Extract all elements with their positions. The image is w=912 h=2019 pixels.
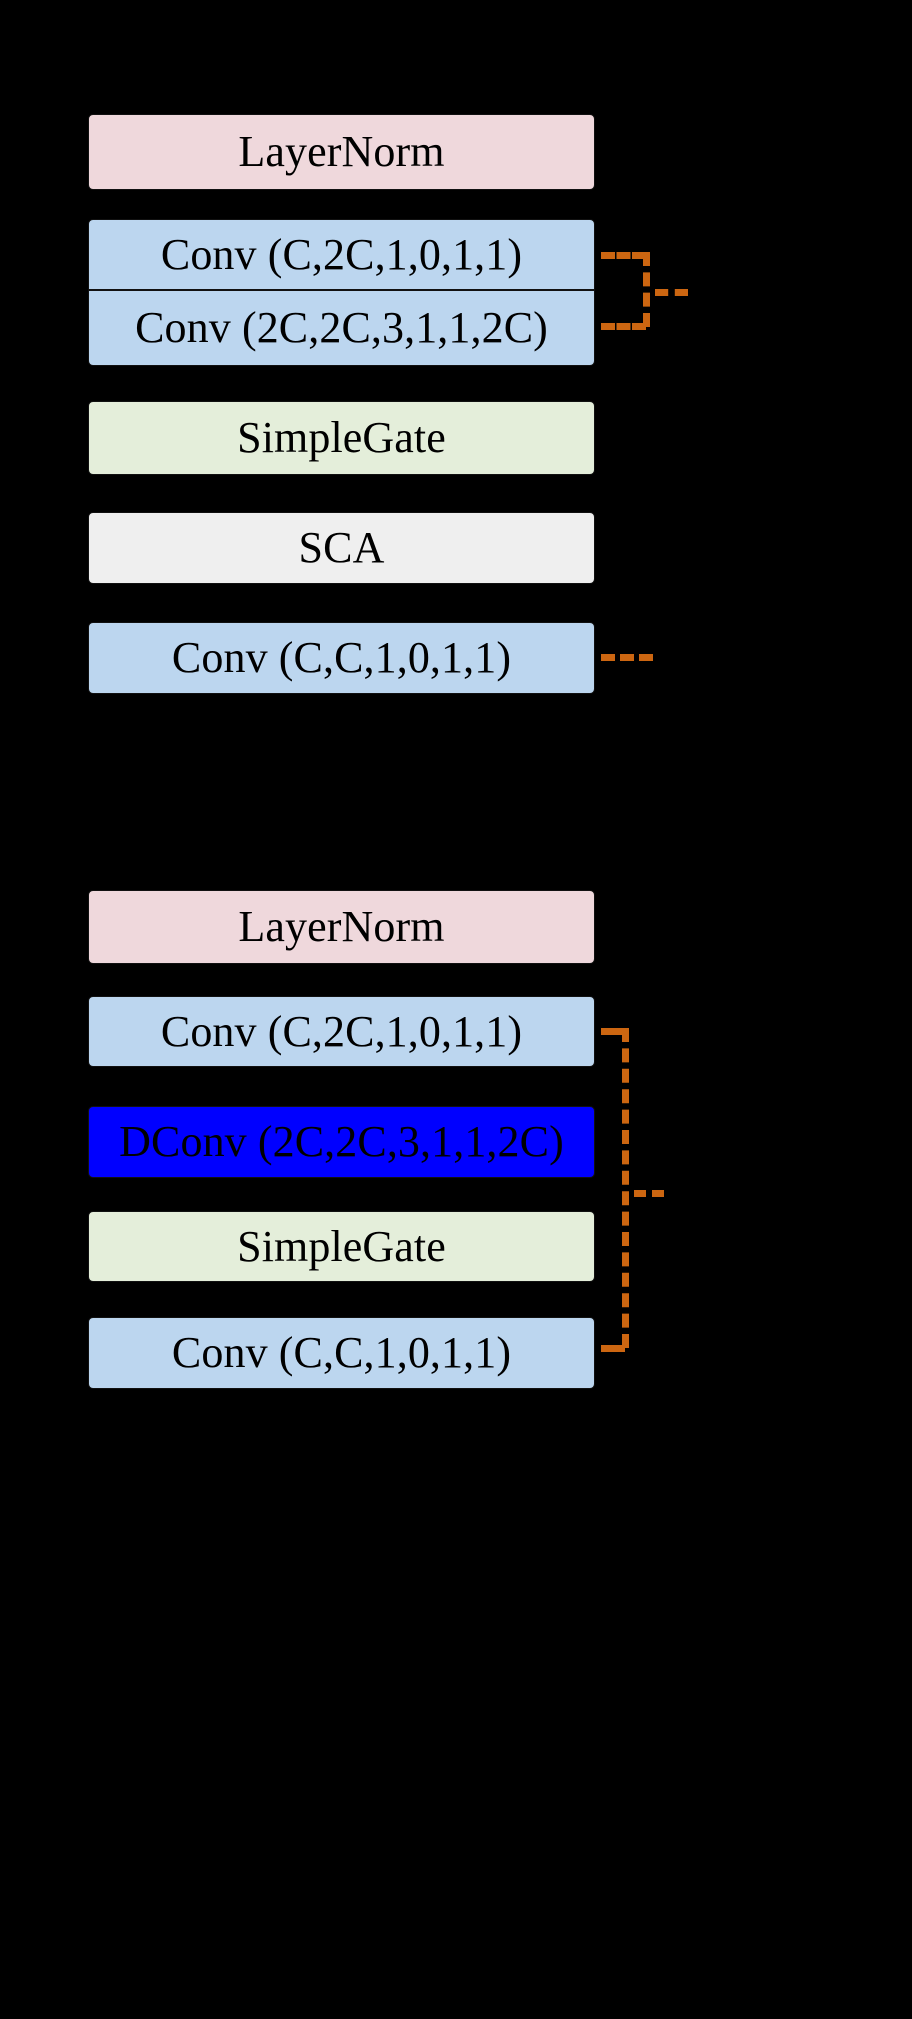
layer-box-simplegate-bottom: SimpleGate xyxy=(88,1211,595,1282)
layer-label: LayerNorm xyxy=(238,902,445,951)
layer-box-simplegate-top: SimpleGate xyxy=(88,401,595,475)
layer-box-conv3-top: Conv (C,C,1,0,1,1) xyxy=(88,622,595,694)
layer-box-conv2-top: Conv (2C,2C,3,1,1,2C) xyxy=(88,290,595,366)
skip-connection-top-upper-arm xyxy=(601,252,646,259)
skip-connection-bottom-stub xyxy=(634,1190,664,1197)
layer-label: SimpleGate xyxy=(237,413,446,462)
layer-box-layernorm-top: LayerNorm xyxy=(88,114,595,190)
layer-box-conv3-bottom: Conv (C,C,1,0,1,1) xyxy=(88,1317,595,1389)
layer-box-sca-top: SCA xyxy=(88,512,595,584)
layer-label: LayerNorm xyxy=(238,127,445,176)
layer-label: Conv (2C,2C,3,1,1,2C) xyxy=(135,303,548,352)
layer-label: Conv (C,C,1,0,1,1) xyxy=(171,1328,512,1377)
layer-box-layernorm-bottom: LayerNorm xyxy=(88,890,595,964)
skip-connection-top-lower-arm xyxy=(601,323,646,330)
skip-connection-top-spine xyxy=(643,252,650,327)
layer-label: Conv (C,2C,1,0,1,1) xyxy=(160,229,523,279)
layer-label: SCA xyxy=(298,523,385,572)
skip-connection-bottom-upper-arm xyxy=(601,1028,625,1035)
skip-connection-top-stub xyxy=(655,289,688,296)
skip-connection-bottom-lower-arm xyxy=(601,1345,625,1352)
layer-label: Conv (C,C,1,0,1,1) xyxy=(171,633,512,682)
layer-box-conv1-bottom: Conv (C,2C,1,0,1,1) xyxy=(88,996,595,1067)
layer-box-conv1-top: Conv (C,2C,1,0,1,1) xyxy=(88,219,595,290)
skip-connection-top-output-stub xyxy=(601,654,653,661)
layer-label: Conv (C,2C,1,0,1,1) xyxy=(160,1006,523,1056)
layer-box-dconv-bottom: DConv (2C,2C,3,1,1,2C) xyxy=(88,1106,595,1178)
layer-label: SimpleGate xyxy=(237,1221,446,1271)
skip-connection-bottom-spine xyxy=(622,1028,629,1348)
layer-label: DConv (2C,2C,3,1,1,2C) xyxy=(119,1117,564,1166)
